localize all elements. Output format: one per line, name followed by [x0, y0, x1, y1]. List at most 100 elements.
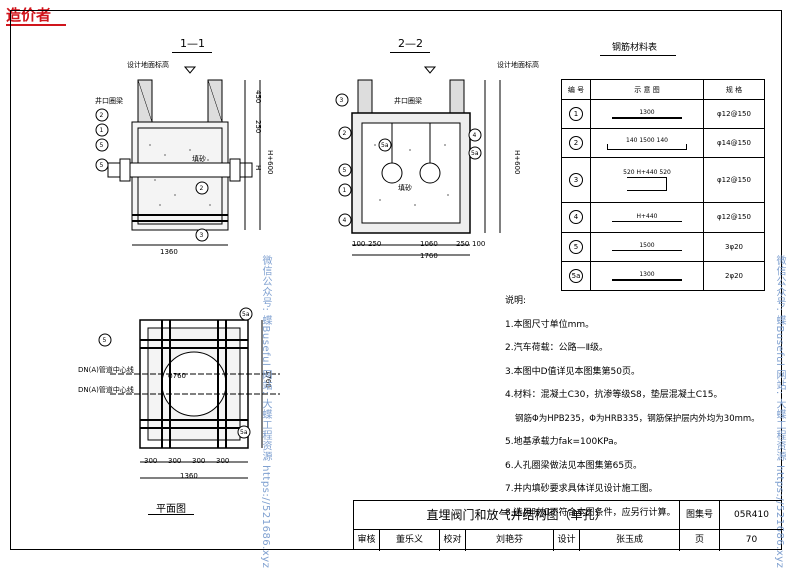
svg-text:5a: 5a	[471, 150, 479, 157]
pipe-center-label-1: DN(A)管道中心线	[78, 366, 134, 374]
table-row: 5a 1300 2φ20	[561, 260, 765, 292]
plan-dim-300-c: 300	[192, 457, 206, 465]
page-label: 页	[680, 530, 720, 551]
row-no: 3	[569, 173, 583, 188]
pipe-center-label-2: DN(A)管道中心线	[78, 386, 134, 394]
table-title-underline	[600, 55, 676, 56]
row-sketch: 1500	[639, 241, 655, 249]
row-sketch: H+440	[636, 212, 658, 220]
table-row: 3 520 H+440 520 φ12@150	[561, 157, 765, 204]
plan-title: 平面图	[156, 504, 186, 515]
watermark-underline	[6, 24, 66, 26]
page-number: 70	[745, 535, 758, 545]
drawing-frame	[10, 10, 782, 550]
row-no: 5a	[569, 268, 583, 283]
svg-text:5: 5	[343, 167, 347, 174]
design-label: 设计	[554, 530, 580, 551]
section-2-2-drawing: 3 2 5 1 4 4 5a 5a	[335, 66, 501, 256]
atlas-number: 05R410	[720, 501, 783, 530]
note-item: 3.本图中D值详见本图集第50页。	[505, 366, 640, 377]
dim-1360-section: 1360	[160, 248, 178, 256]
table-header-spec: 规 格	[703, 79, 765, 100]
row-spec: φ12@150	[703, 98, 765, 130]
rebar-line	[612, 117, 682, 119]
ground-level-label-2: 设计地面标高	[497, 61, 539, 69]
row-spec: 2φ20	[703, 260, 765, 292]
drawing-title: 直埋阀门和放气井结构图（单孔）	[354, 501, 680, 530]
row-no: 5	[569, 239, 583, 254]
dim-1760: 1760	[420, 252, 438, 260]
svg-text:5a: 5a	[381, 142, 389, 149]
vdim-250: 250	[254, 120, 262, 134]
side-watermark-right: 微信公众号: 蝶Buseful 网站: 大蝶工程资源 https://52168…	[774, 255, 785, 568]
svg-text:3: 3	[200, 232, 204, 239]
dim-100-a: 100	[352, 240, 366, 248]
rebar-shape	[627, 177, 667, 192]
table-row: 4 H+440 φ12@150	[561, 202, 765, 233]
svg-text:4: 4	[343, 217, 347, 224]
rebar-line	[612, 249, 682, 252]
sand-label-2: 填砂	[398, 184, 412, 192]
row-sketch: 1300	[639, 271, 655, 279]
row-spec: φ12@150	[703, 157, 765, 204]
note-item: 7.井内填砂要求具体详见设计施工图。	[505, 484, 658, 494]
row-no: 1	[569, 107, 583, 122]
svg-text:5a: 5a	[240, 429, 248, 436]
rebar-shape	[607, 143, 687, 150]
checker-name: 刘艳芬	[466, 530, 554, 551]
plan-vdim-1760: 1760	[264, 370, 272, 388]
row-no: 2	[569, 136, 583, 151]
rebar-line	[612, 279, 682, 281]
svg-text:2: 2	[100, 112, 104, 119]
table-header-sketch: 示 意 图	[590, 79, 704, 100]
note-item: 4.材料：混凝土C30，抗渗等级S8，垫层混凝土C15。	[505, 390, 723, 400]
svg-text:2: 2	[343, 130, 347, 137]
section-1-1-drawing: 2 1 5 5 2 3	[95, 66, 261, 246]
rebar-line	[612, 220, 682, 223]
dim-250-b: 250	[456, 240, 470, 248]
reviewer-name: 董乐义	[380, 530, 440, 551]
dim-1060: 1060	[420, 240, 438, 248]
plan-dim-300-d: 300	[216, 457, 230, 465]
section-2-2-underline	[390, 52, 430, 53]
table-row: 5 1500 3φ20	[561, 231, 765, 262]
svg-text:2: 2	[200, 185, 204, 192]
note-item: 6.人孔圈梁做法见本图集第65页。	[505, 460, 643, 471]
designer-name: 张玉成	[580, 530, 680, 551]
svg-text:5: 5	[103, 337, 107, 344]
row-spec: φ12@150	[703, 202, 765, 233]
title-block: 直埋阀门和放气井结构图（单孔） 图集号 05R410 审核 董乐义 校对 刘艳芬…	[353, 500, 783, 551]
note-item: 钢筋Φ为HPB235，Φ为HRB335，钢筋保护层内外均为30mm。	[515, 413, 760, 424]
svg-text:5: 5	[100, 162, 104, 169]
vdim-450: 450	[254, 90, 262, 104]
vdim-h600-2: H+600	[513, 150, 521, 175]
table-title: 钢筋材料表	[612, 43, 658, 53]
ring-beam-label-1: 井口圈梁	[95, 97, 123, 105]
table-row: 1 1300 φ12@150	[561, 98, 765, 130]
section-2-2-title: 2—2	[398, 37, 423, 50]
plan-dim-1360: 1360	[180, 472, 198, 480]
rebar-table: 编 号 示 意 图 规 格 1 1300 φ12@150 2 140 1500 …	[561, 79, 765, 292]
notes-block: 说明: 1.本图尺寸单位mm。 2.汽车荷载：公路—Ⅱ级。 3.本图中D值详见本…	[505, 290, 775, 525]
note-item: 5.地基承载力fak=100KPa。	[505, 437, 623, 447]
section-1-1-underline	[172, 52, 212, 53]
row-sketch: 1300	[639, 109, 655, 117]
row-sketch: 520 H+440 520	[623, 169, 671, 177]
vdim-h: H	[254, 165, 262, 171]
vdim-h600: H+600	[266, 150, 274, 175]
phi-760-label: φ760	[168, 372, 186, 380]
svg-text:4: 4	[473, 132, 477, 139]
ring-beam-label-2: 井口圈梁	[394, 97, 422, 105]
side-watermark-left: 微信公众号: 蝶Buseful 网站: 大蝶工程资源 https://52168…	[260, 255, 271, 568]
check-label: 校对	[440, 530, 466, 551]
svg-text:1: 1	[100, 127, 104, 134]
svg-text:3: 3	[340, 97, 344, 104]
plan-dim-300-b: 300	[168, 457, 182, 465]
svg-text:5: 5	[100, 142, 104, 149]
note-item: 8.选用时如不符合本图条件，应另行计算。	[505, 507, 676, 518]
plan-dim-300-a: 300	[144, 457, 158, 465]
dim-250-a: 250	[368, 240, 382, 248]
svg-text:1: 1	[343, 187, 347, 194]
note-item: 1.本图尺寸单位mm。	[505, 319, 595, 330]
ground-level-label-1: 设计地面标高	[127, 61, 169, 69]
